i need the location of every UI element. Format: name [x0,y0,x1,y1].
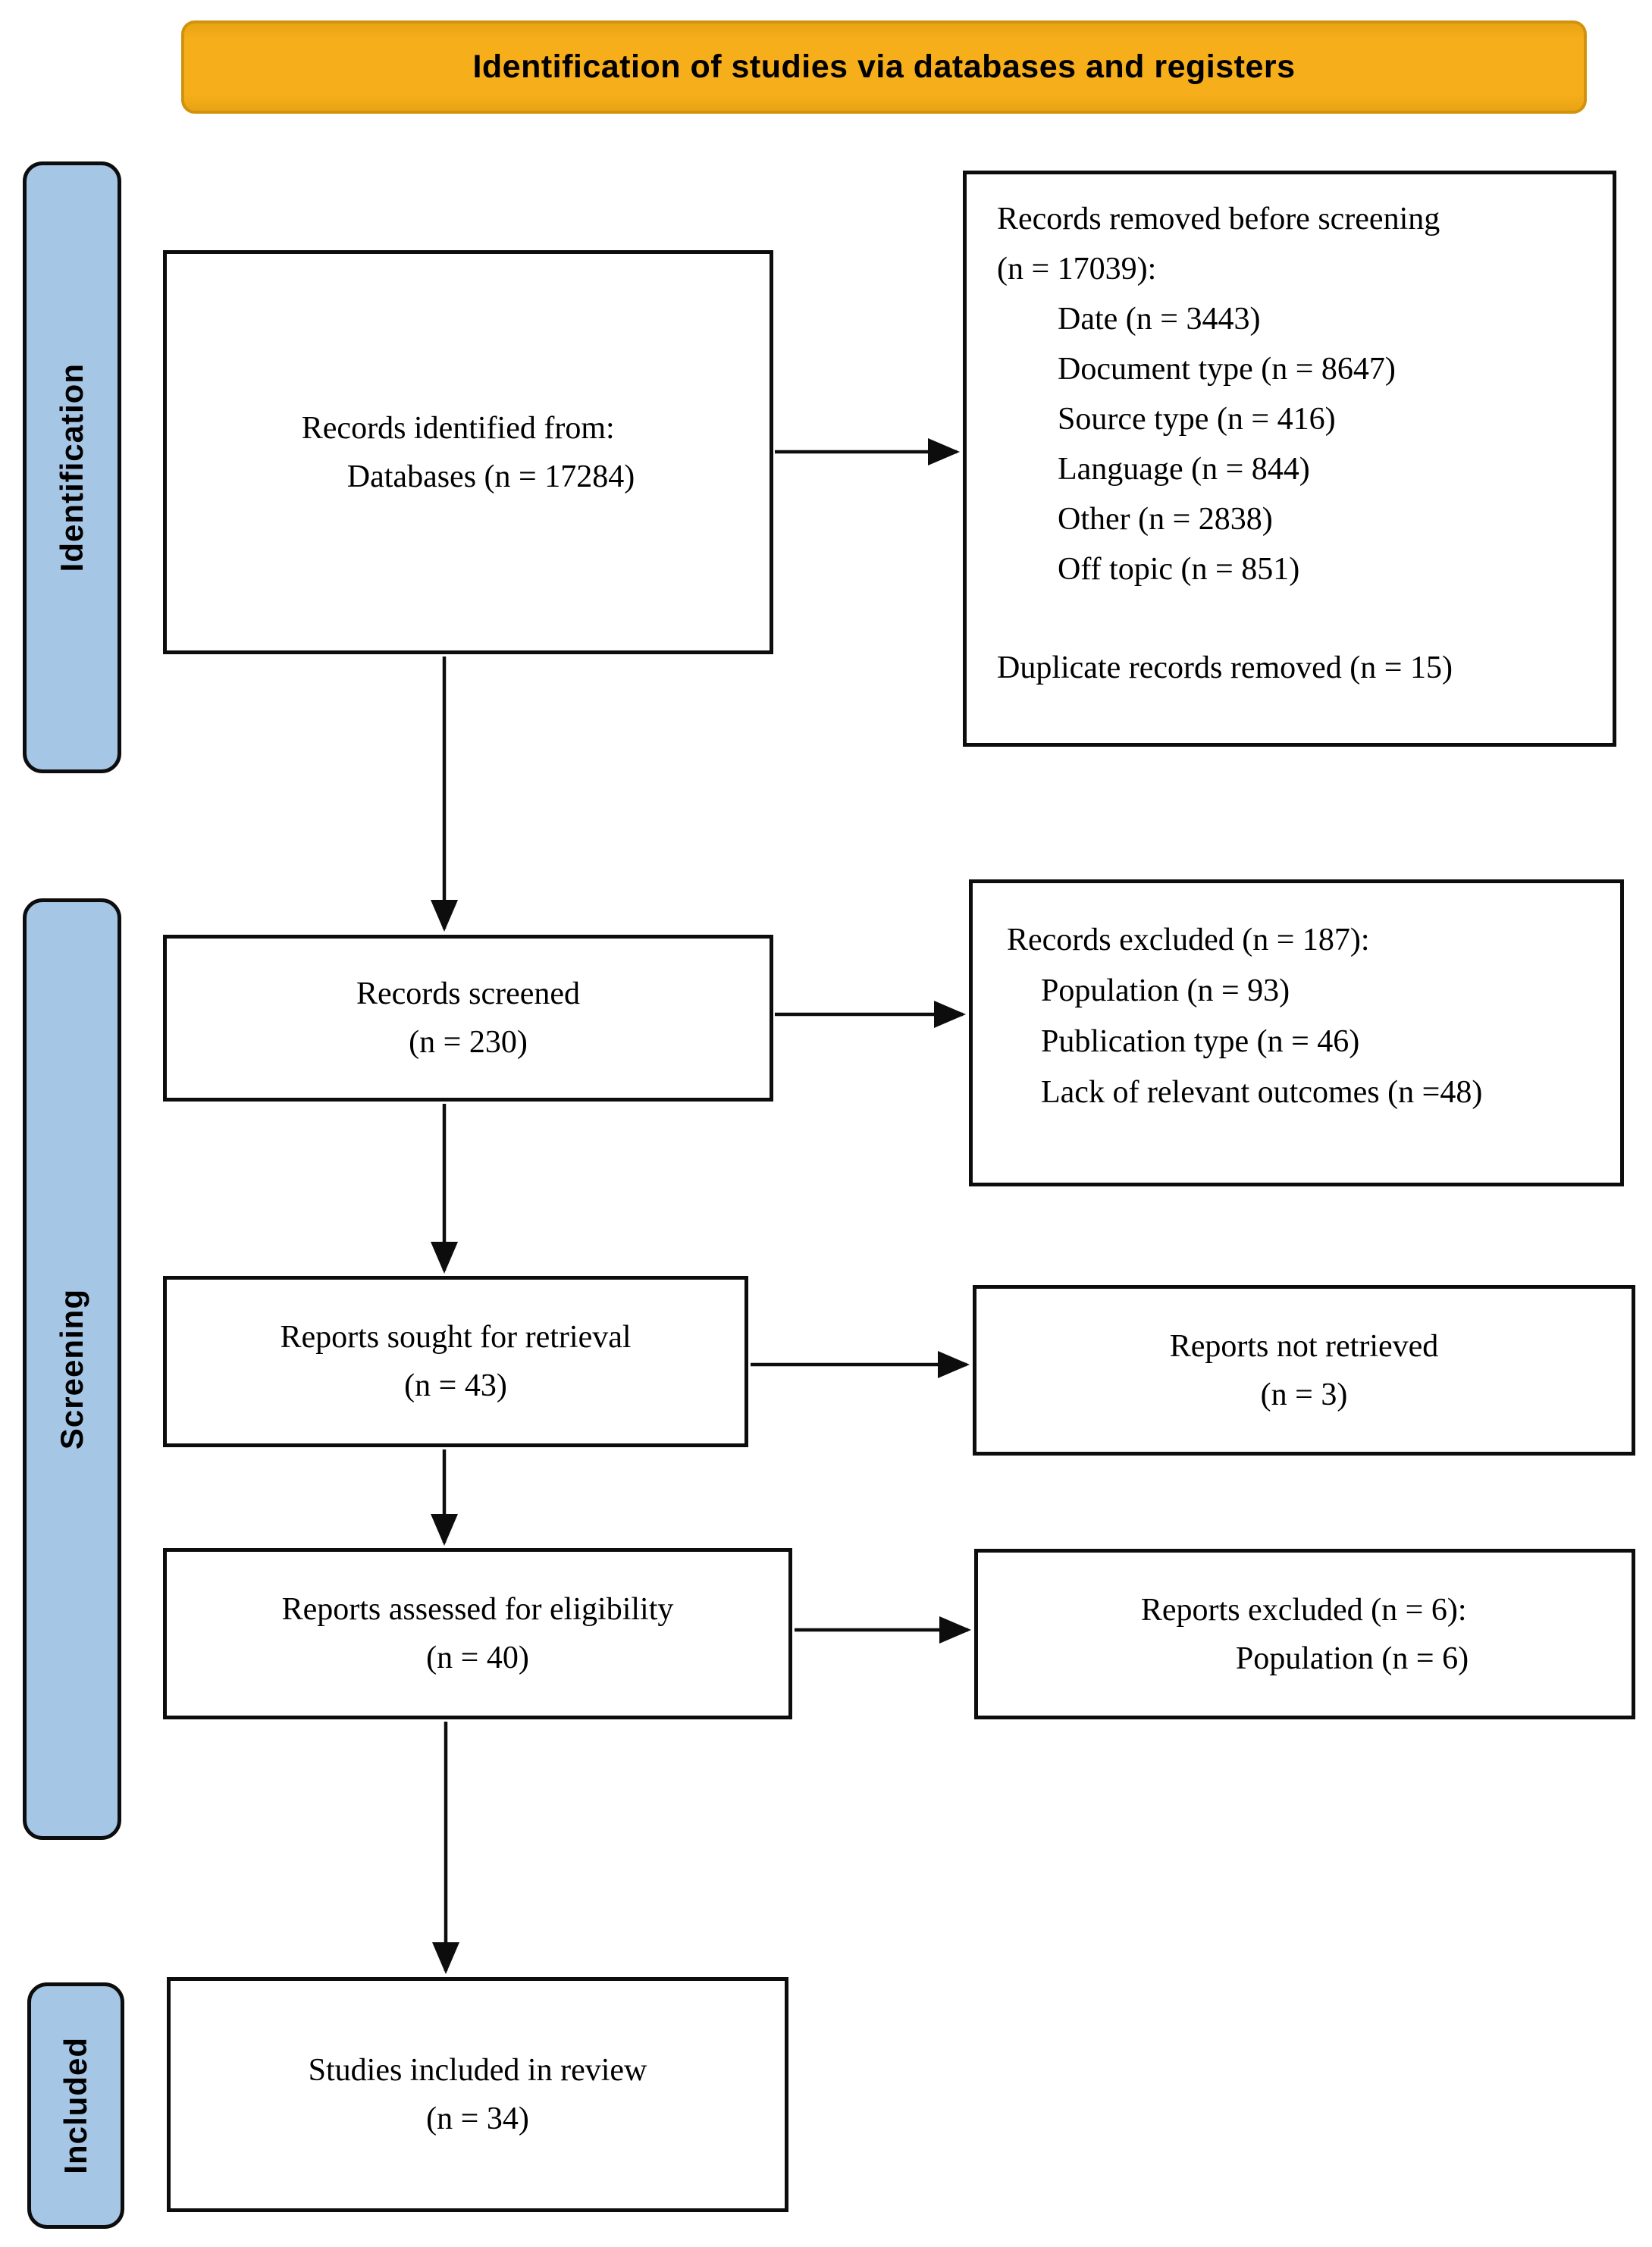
box-studies-included: Studies included in review (n = 34) [167,1977,788,2212]
records-screened-line2: (n = 230) [409,1025,528,1060]
records-removed-title-line1: Records removed before screening [997,202,1440,237]
stage-pill-included: Included [27,1982,124,2229]
records-excluded-reason: Population (n = 93) [1041,973,1290,1008]
reports-not-retrieved-line1: Reports not retrieved [1169,1328,1439,1364]
reports-sought-line1: Reports sought for retrieval [280,1320,632,1355]
records-identified-line2: Databases (n = 17284) [346,459,635,494]
studies-included-line2: (n = 34) [426,2101,529,2136]
blank-line [997,594,1590,643]
stage-label-included: Included [58,2037,93,2174]
records-removed-reason: Source type (n = 416) [1058,402,1336,437]
records-removed-reason: Document type (n = 8647) [1058,352,1396,387]
records-excluded-reason: Publication type (n = 46) [1041,1024,1360,1059]
box-reports-excluded: Reports excluded (n = 6): Population (n … [974,1549,1635,1719]
reports-excluded-title: Reports excluded (n = 6): [1140,1592,1467,1628]
reports-assessed-line1: Reports assessed for eligibility [281,1592,674,1627]
box-records-identified: Records identified from: Databases (n = … [163,250,773,654]
banner-title: Identification of studies via databases … [181,20,1587,114]
records-removed-reason: Language (n = 844) [1058,452,1310,487]
stage-label-identification: Identification [54,362,89,572]
box-records-removed: Records removed before screening (n = 17… [963,171,1616,747]
records-removed-title-line2: (n = 17039): [997,252,1157,287]
duplicate-records-removed: Duplicate records removed (n = 15) [997,650,1453,685]
box-reports-not-retrieved: Reports not retrieved (n = 3) [973,1285,1635,1456]
reports-excluded-reason: Population (n = 6) [1235,1641,1469,1676]
box-reports-assessed: Reports assessed for eligibility (n = 40… [163,1548,792,1719]
records-excluded-title: Records excluded (n = 187): [1007,923,1370,957]
records-removed-reason: Other (n = 2838) [1058,502,1273,537]
box-records-excluded: Records excluded (n = 187): Population (… [969,879,1624,1186]
reports-assessed-line2: (n = 40) [426,1641,529,1675]
records-removed-reason: Off topic (n = 851) [1058,552,1300,587]
records-identified-line1: Records identified from: [301,410,615,446]
stage-label-screening: Screening [54,1288,89,1450]
stage-pill-identification: Identification [23,161,121,773]
box-reports-sought: Reports sought for retrieval (n = 43) [163,1276,748,1447]
records-excluded-reason: Lack of relevant outcomes (n =48) [1041,1075,1483,1110]
studies-included-line1: Studies included in review [308,2053,647,2088]
reports-sought-line2: (n = 43) [404,1368,507,1403]
records-removed-reason: Date (n = 3443) [1058,302,1261,337]
box-records-screened: Records screened (n = 230) [163,935,773,1102]
stage-pill-screening: Screening [23,898,121,1840]
reports-not-retrieved-line2: (n = 3) [1260,1377,1348,1412]
records-screened-line1: Records screened [356,976,581,1011]
